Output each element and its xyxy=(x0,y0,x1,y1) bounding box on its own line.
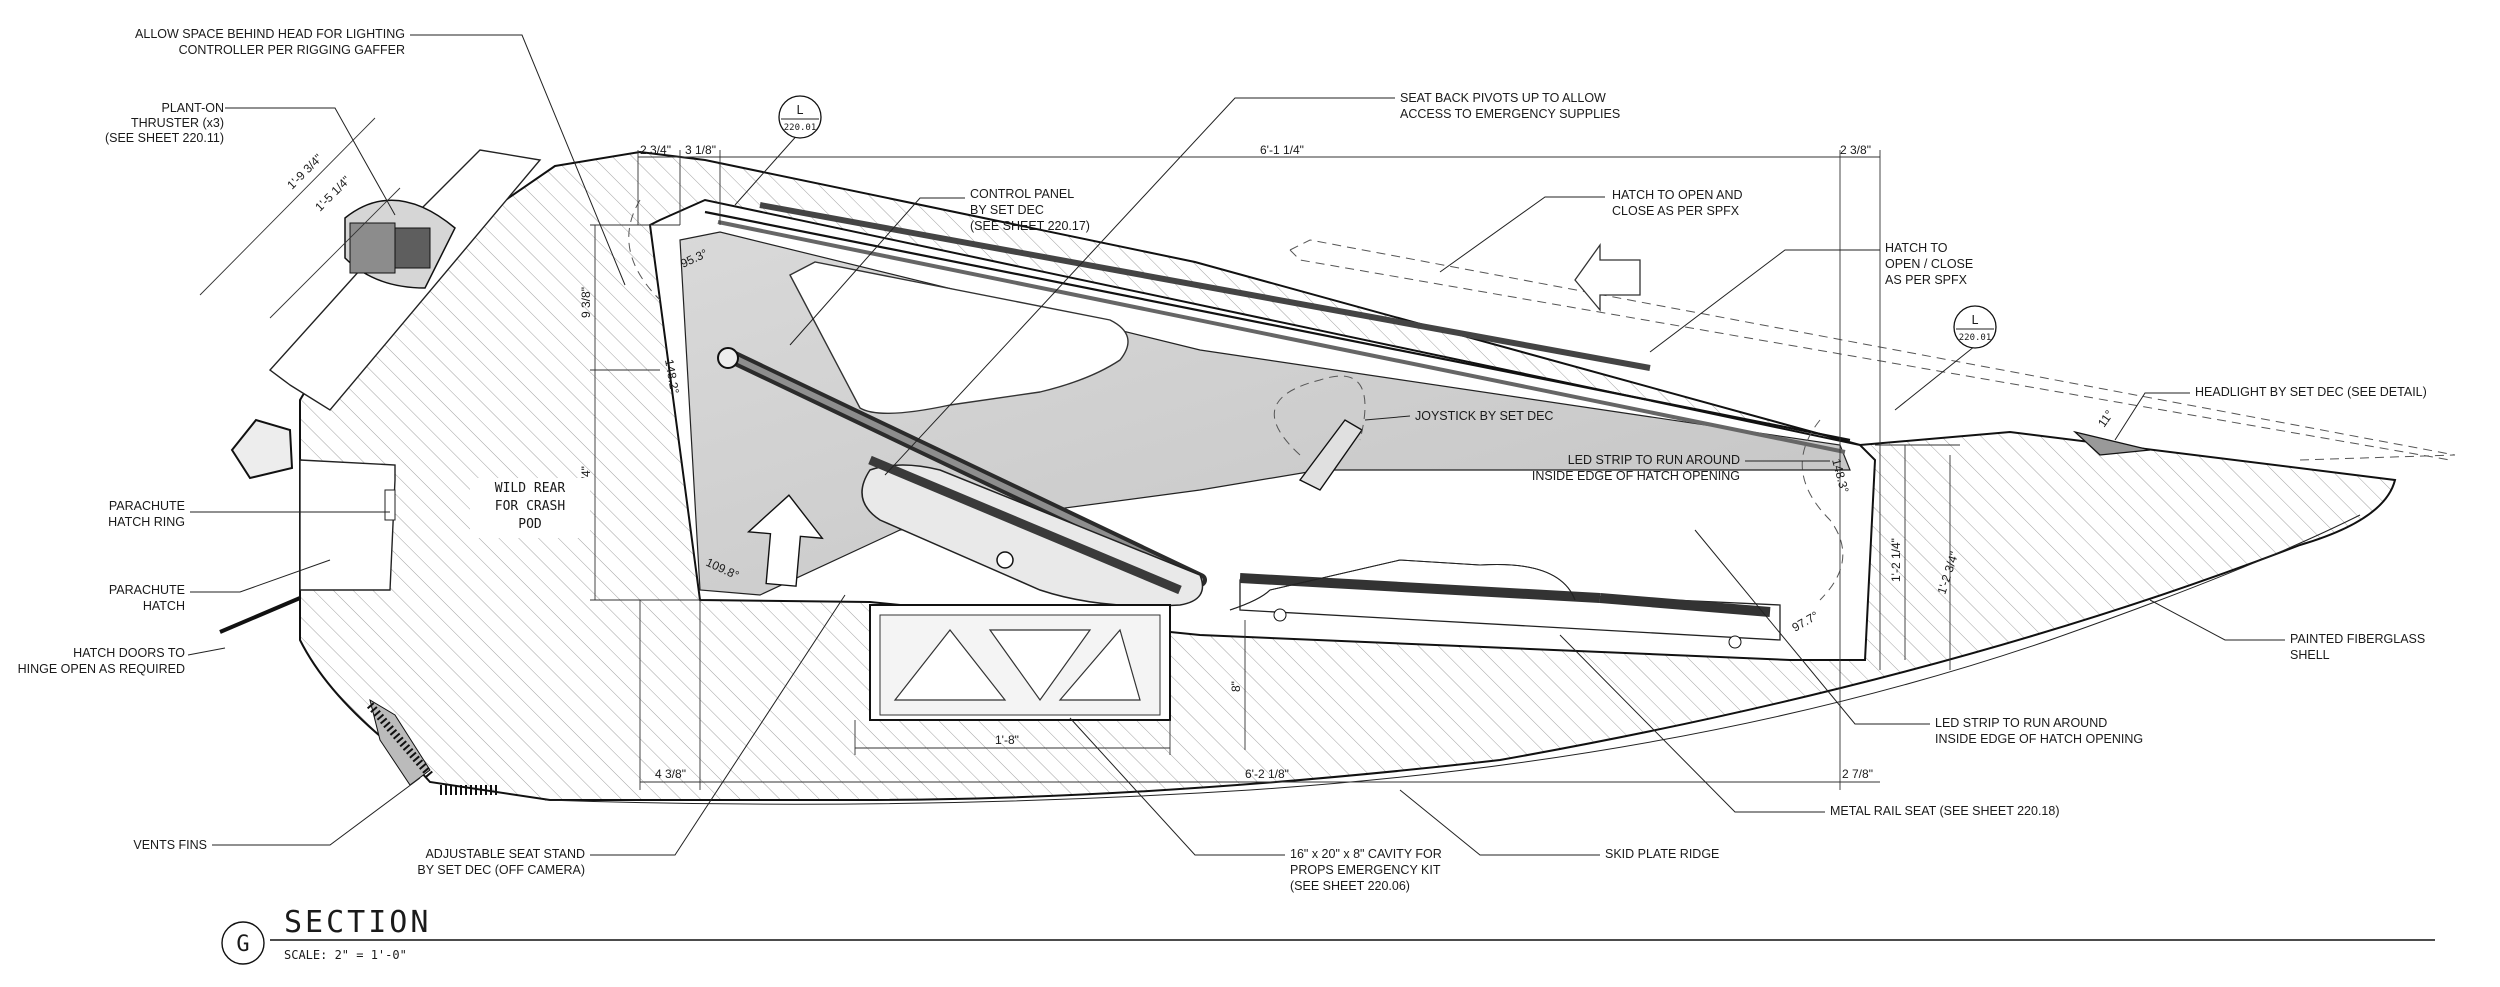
callout-control-panel-1: CONTROL PANEL xyxy=(970,187,1074,201)
center-label: WILD REAR FOR CRASH POD xyxy=(470,478,590,538)
callout-rail-seat: METAL RAIL SEAT (SEE SHEET 220.18) xyxy=(1830,804,2060,818)
callout-fiberglass-1: PAINTED FIBERGLASS xyxy=(2290,632,2425,646)
callout-lighting-2: CONTROLLER PER RIGGING GAFFER xyxy=(179,43,405,57)
dim-cavity-width: 1'-8" xyxy=(995,733,1019,747)
callout-control-panel-3: (SEE SHEET 220.17) xyxy=(970,219,1090,233)
center-label-line-3: POD xyxy=(518,517,542,532)
nose-light xyxy=(230,418,294,480)
dim-top-b: 3 1/8" xyxy=(685,143,716,157)
callout-seat-back-1: SEAT BACK PIVOTS UP TO ALLOW xyxy=(1400,91,1606,105)
dim-vert-a: 9 3/8" xyxy=(579,287,593,318)
callout-seat-back-2: ACCESS TO EMERGENCY SUPPLIES xyxy=(1400,107,1620,121)
callout-control-panel-2: BY SET DEC xyxy=(970,203,1044,217)
headlight-angle: 11° xyxy=(2095,407,2116,429)
callout-led-top-1: LED STRIP TO RUN AROUND xyxy=(1568,453,1740,467)
callout-cavity-2: PROPS EMERGENCY KIT xyxy=(1290,863,1441,877)
hatch-overlay xyxy=(628,199,2456,601)
title-block-circle xyxy=(221,921,265,965)
section-mark-1-letter: L xyxy=(796,103,803,117)
callout-lighting-1: ALLOW SPACE BEHIND HEAD FOR LIGHTING xyxy=(135,27,405,41)
center-label-line-2: FOR CRASH xyxy=(495,499,565,514)
dim-right-vert-a: 1'-2 1/4" xyxy=(1889,538,1903,582)
callout-thruster-1: PLANT-ON xyxy=(161,101,224,115)
callout-led-bottom-2: INSIDE EDGE OF HATCH OPENING xyxy=(1935,732,2143,746)
callout-hatch-spfx-1-line-1: HATCH TO OPEN AND xyxy=(1612,188,1743,202)
center-label-line-1: WILD REAR xyxy=(495,481,566,496)
section-mark-1: L 220.01 xyxy=(734,95,822,206)
callout-fiberglass-2: SHELL xyxy=(2290,648,2330,662)
callout-hatch-doors-1: HATCH DOORS TO xyxy=(73,646,185,660)
panel-window xyxy=(789,261,1129,414)
section-mark-2-sheet: 220.01 xyxy=(1959,333,1992,343)
skid-plate-ridge xyxy=(544,514,2361,805)
callout-thruster-2: THRUSTER (x3) xyxy=(131,116,224,130)
callout-seat-stand-1: ADJUSTABLE SEAT STAND xyxy=(425,847,585,861)
hatch-open-arrow xyxy=(1574,242,1641,312)
callout-vents: VENTS FINS xyxy=(133,838,207,852)
props-cavity xyxy=(869,604,1171,721)
callout-hatch-spfx-2-line-2: OPEN / CLOSE xyxy=(1885,257,1973,271)
seat-assembly xyxy=(717,347,1781,649)
callout-led-top-2: INSIDE EDGE OF HATCH OPENING xyxy=(1532,469,1740,483)
section-mark-2-letter: L xyxy=(1971,313,1978,327)
dim-bottom-main: 6'-2 1/8" xyxy=(1245,767,1289,781)
callout-hatch-spfx-2-line-3: AS PER SPFX xyxy=(1885,273,1968,287)
title-block-scale: SCALE: 2" = 1'-0" xyxy=(284,948,407,962)
callout-parachute-ring-2: HATCH RING xyxy=(108,515,185,529)
dim-top-right: 2 3/8" xyxy=(1840,143,1871,157)
callout-cavity-3: (SEE SHEET 220.06) xyxy=(1290,879,1410,893)
callout-parachute-hatch-1: PARACHUTE xyxy=(109,583,185,597)
thruster xyxy=(344,199,456,289)
angle-b: 148.2° xyxy=(662,358,682,395)
dim-cavity-depth: 8" xyxy=(1229,681,1243,692)
panel-arrow xyxy=(746,494,824,587)
callout-hatch-spfx-1-line-2: CLOSE AS PER SPFX xyxy=(1612,204,1740,218)
callout-parachute-hatch-2: HATCH xyxy=(143,599,185,613)
dim-diag-a: 1'-9 3/4" xyxy=(284,151,325,192)
title-block-title: SECTION xyxy=(284,905,431,940)
callout-parachute-ring-1: PARACHUTE xyxy=(109,499,185,513)
callout-led-bottom-1: LED STRIP TO RUN AROUND xyxy=(1935,716,2107,730)
vent-fins xyxy=(366,698,500,795)
callout-cavity-1: 16" x 20" x 8" CAVITY FOR xyxy=(1290,847,1442,861)
dim-top-a: 2 3/4" xyxy=(640,143,671,157)
section-mark-1-sheet: 220.01 xyxy=(784,123,817,133)
pod-shell xyxy=(299,150,2397,805)
title-block: G SECTION SCALE: 2" = 1'-0" xyxy=(221,905,2435,965)
headlight xyxy=(2072,430,2151,456)
callout-hatch-spfx-2-line-1: HATCH TO xyxy=(1885,241,1948,255)
dim-top-main: 6'-1 1/4" xyxy=(1260,143,1304,157)
parachute-hatch-ring xyxy=(299,459,396,591)
callout-skid: SKID PLATE RIDGE xyxy=(1605,847,1719,861)
callouts: ALLOW SPACE BEHIND HEAD FOR LIGHTING CON… xyxy=(18,27,2427,893)
callout-seat-stand-2: BY SET DEC (OFF CAMERA) xyxy=(417,863,585,877)
callout-thruster-3: (SEE SHEET 220.11) xyxy=(105,131,224,145)
dim-diag-b: 1'-5 1/4" xyxy=(312,173,353,214)
nose-assembly xyxy=(219,149,542,795)
dim-bottom-right: 2 7/8" xyxy=(1842,767,1873,781)
callout-joystick: JOYSTICK BY SET DEC xyxy=(1415,409,1553,423)
callout-hatch-doors-2: HINGE OPEN AS REQUIRED xyxy=(18,662,185,676)
callout-headlight: HEADLIGHT BY SET DEC (SEE DETAIL) xyxy=(2195,385,2427,399)
dim-bottom-left: 4 3/8" xyxy=(655,767,686,781)
section-mark-2: L 220.01 xyxy=(1894,305,1997,411)
title-block-id: G xyxy=(236,932,249,957)
